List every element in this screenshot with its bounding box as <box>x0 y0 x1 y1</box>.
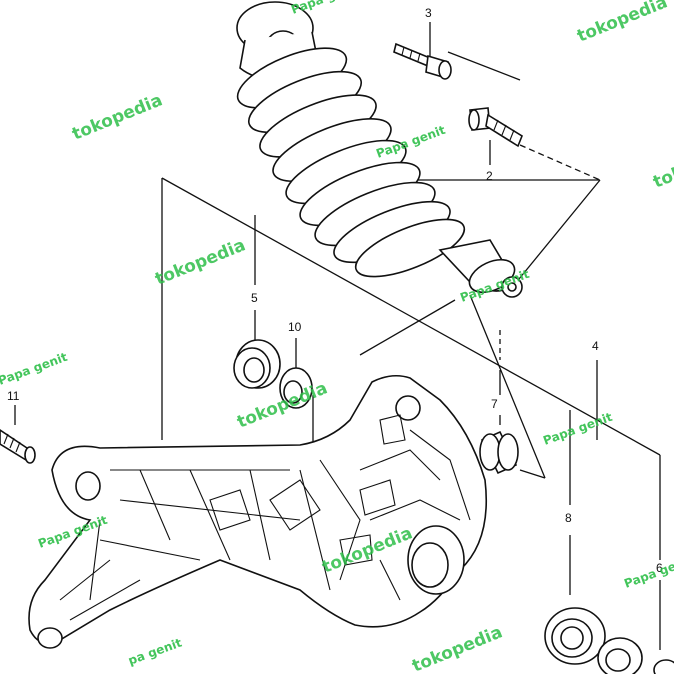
papa-genit-watermark: Papa genit <box>541 410 614 448</box>
bolt-part-11 <box>0 429 36 464</box>
callout-label: 7 <box>491 397 498 411</box>
papa-genit-watermark: pa genit <box>126 635 184 667</box>
callout-label: 4 <box>592 339 599 353</box>
tokopedia-watermark: tokopedia <box>650 138 674 192</box>
tokopedia-watermark: tokopedia <box>409 622 505 674</box>
seal-part-6 <box>597 637 674 674</box>
swing-arm <box>28 374 488 649</box>
callout-label: 5 <box>251 291 258 305</box>
bushing-part-10 <box>279 367 313 409</box>
callout-label: 6 <box>656 561 663 575</box>
callout-label: 10 <box>288 320 302 334</box>
callout-label: 2 <box>486 169 493 183</box>
bolt-part-2 <box>468 107 523 148</box>
bushing-part-7 <box>479 430 519 475</box>
papa-genit-watermark: Papa genit <box>0 350 69 388</box>
callout-label: 3 <box>425 6 432 20</box>
bearing-part-8 <box>544 607 606 665</box>
callouts: 3 2 5 10 11 4 7 8 6 <box>7 6 663 575</box>
papa-genit-watermark: Papa genit <box>622 553 674 591</box>
seal-part-5 <box>233 339 281 389</box>
papa-genit-watermark: Papa genit <box>289 0 362 17</box>
tokopedia-watermark: tokopedia <box>69 90 165 144</box>
bolt-part-3 <box>393 42 452 80</box>
tokopedia-watermark: tokopedia <box>152 235 248 289</box>
shock-absorber <box>236 1 523 298</box>
tokopedia-watermark: tokopedia <box>574 0 670 47</box>
callout-label: 11 <box>7 389 20 403</box>
callout-label: 8 <box>565 511 572 525</box>
